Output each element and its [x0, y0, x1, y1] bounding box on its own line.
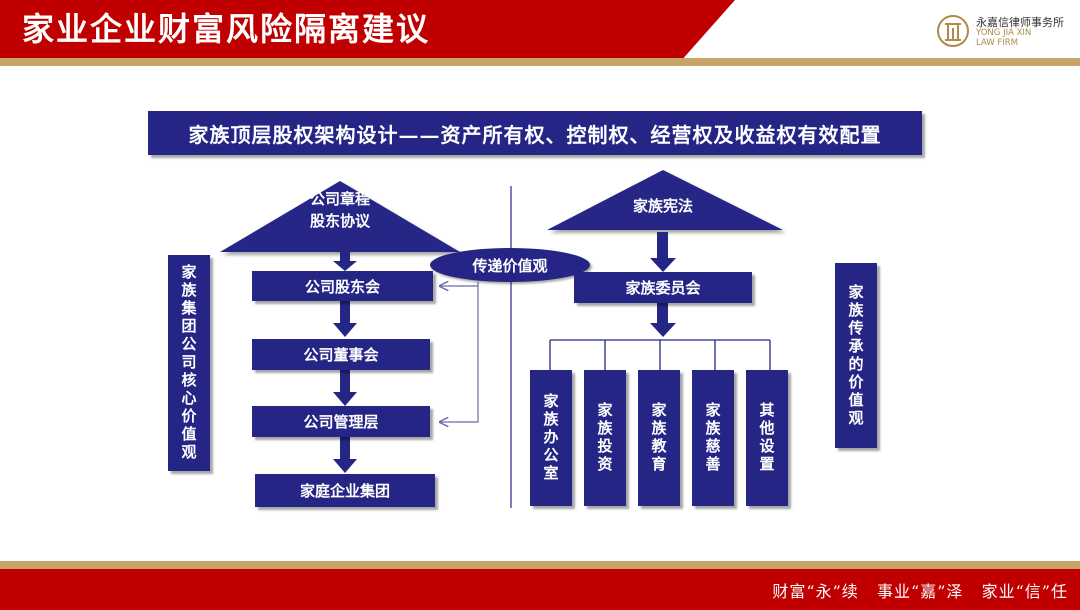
arrow-constitution-to-committee [650, 232, 676, 272]
branch-family-office: 家族办公室 [530, 370, 572, 506]
branch-family-charity-label: 家族慈善 [703, 402, 722, 474]
box-family-enterprise-group: 家庭企业集团 [255, 474, 435, 507]
branch-other-settings: 其他设置 [746, 370, 788, 506]
right-chain-arrows [650, 232, 676, 337]
value-transfer-lines [440, 282, 479, 422]
law-firm-name-en-1: YONG JIA XIN [976, 28, 1032, 38]
branch-tree-lines [549, 339, 771, 370]
arrow-board-to-management [333, 370, 357, 406]
left-side-label-box: 家族集团公司核心价值观 [168, 255, 210, 471]
arrow-management-to-group [333, 437, 357, 473]
left-chain-arrows [333, 252, 357, 473]
footer-bar [0, 569, 1080, 610]
right-side-label: 家族传承的价值观 [846, 283, 865, 428]
branch-family-investment-label: 家族投资 [595, 402, 614, 474]
arrow-committee-to-branches [650, 303, 676, 337]
page-title: 家业企业财富风险隔离建议 [22, 10, 431, 48]
footer-slogan: 财富“永”续 事业“嘉”泽 家业“信”任 [772, 582, 1068, 601]
right-triangle [547, 170, 783, 230]
arrow-shareholders-to-board [333, 301, 357, 337]
header-bar [0, 0, 735, 58]
left-triangle-line1: 公司章程 [309, 190, 370, 208]
arrow-to-management [440, 282, 479, 422]
box-management: 公司管理层 [252, 406, 430, 437]
left-triangle-label: 公司章程 股东协议 [290, 188, 390, 232]
banner-text: 家族顶层股权架构设计——资产所有权、控制权、经营权及收益权有效配置 [188, 122, 882, 147]
right-side-label-box: 家族传承的价值观 [835, 263, 877, 448]
branch-family-education: 家族教育 [638, 370, 680, 506]
box-shareholders-meeting: 公司股东会 [252, 271, 433, 301]
footer-gold-stripe [0, 561, 1080, 569]
law-firm-name-en-2: LAW FIRM [976, 38, 1019, 48]
left-triangle [220, 181, 460, 252]
law-firm-logo-icon [937, 15, 969, 47]
box-family-committee: 家族委员会 [574, 272, 752, 303]
branch-family-charity: 家族慈善 [692, 370, 734, 506]
branch-other-settings-label: 其他设置 [757, 402, 776, 474]
branch-family-investment: 家族投资 [584, 370, 626, 506]
transfer-values-ellipse: 传递价值观 [430, 248, 590, 282]
top-banner: 家族顶层股权架构设计——资产所有权、控制权、经营权及收益权有效配置 [148, 111, 922, 155]
branch-family-education-label: 家族教育 [649, 402, 668, 474]
box-board-of-directors: 公司董事会 [252, 339, 430, 370]
right-triangle-label: 家族宪法 [632, 197, 693, 215]
branch-family-office-label: 家族办公室 [541, 393, 560, 483]
law-firm-name-cn: 永嘉信律师事务所 [976, 16, 1064, 29]
left-side-label: 家族集团公司核心价值观 [179, 264, 198, 462]
left-triangle-line2: 股东协议 [309, 212, 370, 230]
header-gold-stripe [0, 58, 1080, 66]
arrow-triangle-to-shareholders [333, 252, 357, 271]
